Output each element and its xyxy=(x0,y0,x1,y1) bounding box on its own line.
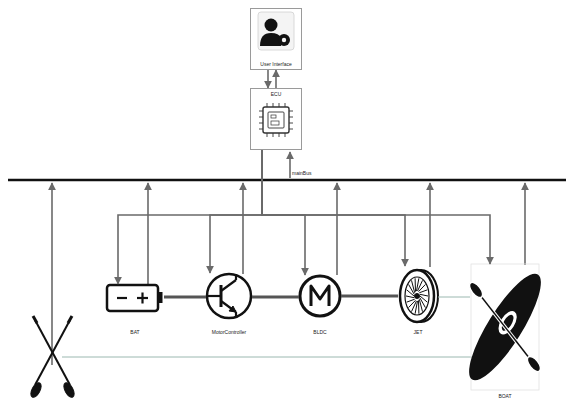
paddles-symbol xyxy=(29,316,77,399)
chip-icon xyxy=(259,103,293,137)
paddle-link xyxy=(62,357,478,358)
battery-symbol xyxy=(107,285,163,311)
connector xyxy=(275,70,277,88)
boat-symbol xyxy=(458,264,553,390)
ecu-box: ECU xyxy=(250,88,302,150)
connector xyxy=(438,297,470,298)
node-label: BAT xyxy=(129,329,140,335)
battery-part: BAT xyxy=(106,284,164,337)
node-label: BOAT xyxy=(497,393,512,399)
controller-part: MotorController xyxy=(206,273,252,337)
node-label: User Interface xyxy=(259,61,292,67)
connector xyxy=(252,296,299,299)
motor-symbol xyxy=(300,276,340,316)
boat-part: BOAT xyxy=(470,264,540,401)
user-icon xyxy=(258,12,294,50)
jet-part: JET xyxy=(398,266,438,337)
connector xyxy=(262,150,490,264)
connector xyxy=(262,150,305,275)
interface-box: User Interface xyxy=(250,8,302,70)
connector xyxy=(210,150,262,273)
main-bus-line xyxy=(8,179,566,182)
connector xyxy=(164,296,206,299)
connector xyxy=(118,150,262,284)
node-label: BLDC xyxy=(312,329,327,335)
node-label: MotorController xyxy=(211,329,247,335)
connector xyxy=(341,295,398,298)
node-label: JET xyxy=(413,329,424,335)
jet-symbol xyxy=(400,270,438,322)
bus-taps xyxy=(52,152,525,365)
transistor-symbol xyxy=(207,274,251,318)
bus-name: mainBus xyxy=(291,170,312,176)
motor-part: BLDC xyxy=(299,275,341,337)
connector xyxy=(262,150,405,266)
connector xyxy=(267,70,269,88)
node-label: ECU xyxy=(270,91,283,97)
